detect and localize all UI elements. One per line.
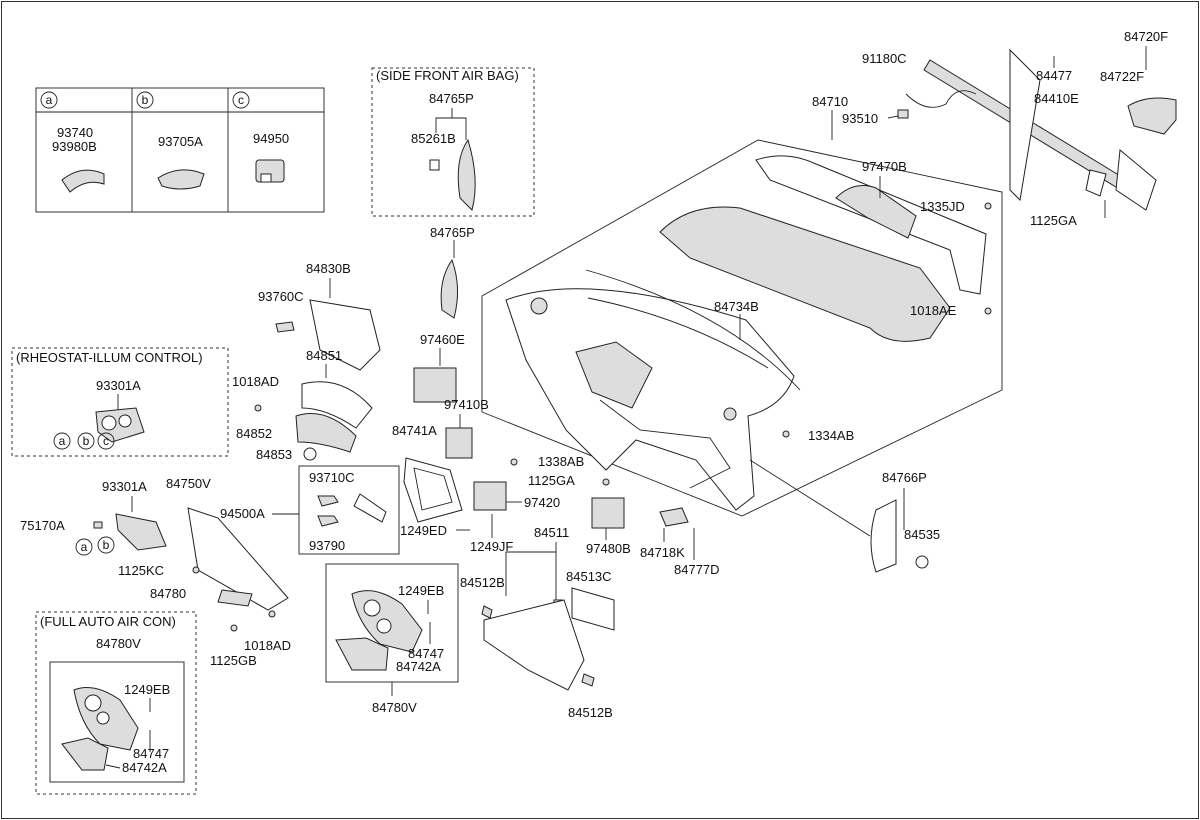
callout-84741A: 84741A [392, 423, 437, 438]
callout-84852: 84852 [236, 426, 272, 441]
air-duct-assembly: 97470B [659, 155, 987, 342]
glove-box-group: 84511 84513C 84512B 84512B [460, 525, 615, 720]
full-auto-title: (FULL AUTO AIR CON) [40, 614, 176, 629]
legend-a-part-1: 93740 [57, 125, 93, 140]
callout-84747: 84747 [133, 746, 169, 761]
callout-84853: 84853 [256, 447, 292, 462]
callout-1249JF: 1249JF [470, 539, 513, 554]
legend-table: a b c 93740 93980B 93705A 94950 [35, 87, 325, 213]
switch-b-icon [157, 169, 205, 190]
callout-84410E: 84410E [1034, 91, 1079, 106]
callout-84734B: 84734B [714, 299, 759, 314]
callout-84765P-top: 84765P [429, 91, 474, 106]
callout-1335JD: 1335JD [920, 199, 965, 214]
center-vent-bezel-group: 84741A 1338AB 1125GA 97420 1249ED 1249JF… [392, 423, 720, 577]
callout-84851: 84851 [306, 348, 342, 363]
legend-header-a: a [46, 93, 53, 107]
callout-1334AB: 1334AB [808, 428, 854, 443]
callout-93510: 93510 [842, 111, 878, 126]
lower-sym-b: b [103, 538, 110, 552]
callout-84742A: 84742A [122, 760, 167, 775]
legend-b-part: 93705A [158, 134, 203, 149]
callout-84750V: 84750V [166, 476, 211, 491]
steering-cover-group: 84830B 93760C 84851 1018AD 84852 84853 [232, 261, 381, 462]
callout-84722F: 84722F [1100, 69, 1144, 84]
side-trim-group: 84766P 84535 [749, 459, 940, 573]
air-bag-cover [457, 138, 476, 211]
center-tray [335, 637, 389, 671]
callout-84710: 84710 [812, 94, 848, 109]
cowl-cross-bar: 91180C 93510 84477 84410E 1125GA [842, 48, 1157, 228]
switch-a-icon [61, 169, 105, 193]
callout-1125GA-top: 1125GA [1030, 213, 1077, 228]
fasteners-right: 1335JD 1018AE 1334AB [782, 199, 992, 443]
callout-97410B: 97410B [444, 397, 489, 412]
callout-93301A: 93301A [102, 479, 147, 494]
legend-a-part-2: 93980B [52, 139, 97, 154]
callout-85261B: 85261B [411, 131, 456, 146]
legend-c-part: 94950 [253, 131, 289, 146]
side-cover-bracket: 84720F 84722F [1100, 29, 1177, 135]
callout-97470B: 97470B [862, 159, 907, 174]
callout-84512B: 84512B [568, 705, 613, 720]
callout-1125GA-mid: 1125GA [528, 473, 575, 488]
callout-1018AE: 1018AE [910, 303, 957, 318]
side-vent-group: 84765P 97460E 97410B [413, 225, 489, 459]
callout-1338AB: 1338AB [538, 454, 584, 469]
callout-1125KC: 1125KC [118, 563, 164, 578]
callout-84513C: 84513C [566, 569, 612, 584]
side-air-bag-group: (SIDE FRONT AIR BAG) 84765P 85261B [371, 67, 535, 217]
callout-84720F: 84720F [1124, 29, 1168, 44]
callout-84765P: 84765P [430, 225, 475, 240]
callout-84742A-center: 84742A [396, 659, 441, 674]
callout-84766P: 84766P [882, 470, 927, 485]
callout-91180C: 91180C [862, 51, 907, 66]
callout-97460E: 97460E [420, 332, 465, 347]
callout-84511: 84511 [534, 525, 569, 540]
rheostat-group: (RHEOSTAT-ILLUM CONTROL) 93301A a b c [11, 347, 229, 457]
lower-sym-a: a [81, 540, 88, 554]
callout-93710C: 93710C [309, 470, 355, 485]
callout-93790: 93790 [309, 538, 345, 553]
callout-97480B: 97480B [586, 541, 631, 556]
callout-84780: 84780 [150, 586, 186, 601]
callout-84747-center: 84747 [408, 646, 444, 661]
callout-1018AD: 1018AD [244, 638, 291, 653]
callout-93760C: 93760C [258, 289, 304, 304]
legend-header-b: b [142, 93, 149, 107]
callout-1249ED: 1249ED [400, 523, 447, 538]
callout-97420: 97420 [524, 495, 560, 510]
lower-panel-group: 93301A 84750V 75170A a b 1125KC 84780 11… [20, 476, 291, 668]
callout-84718K: 84718K [640, 545, 685, 560]
callout-84777D: 84777D [674, 562, 720, 577]
callout-84477: 84477 [1036, 68, 1072, 83]
callout-84512B-top: 84512B [460, 575, 505, 590]
rheostat-sym-a: a [59, 434, 66, 448]
full-auto-air-con-group: (FULL AUTO AIR CON) 84780V 1249EB 84747 … [35, 611, 197, 795]
callout-1018AD-top: 1018AD [232, 374, 279, 389]
legend-header-c: c [238, 93, 244, 107]
callout-1125GB: 1125GB [210, 653, 257, 668]
crash-pad-main: 84734B [505, 269, 801, 511]
small-tray [61, 737, 109, 771]
center-panel-group: 1249EB 84747 84742A 84780V [325, 563, 459, 715]
callout-94500A: 94500A [220, 506, 265, 521]
callout-84830B: 84830B [306, 261, 351, 276]
rheostat-sym-c: c [103, 434, 109, 448]
callout-75170A: 75170A [20, 518, 65, 533]
side-air-bag-title: (SIDE FRONT AIR BAG) [376, 68, 519, 83]
callout-84780V-center: 84780V [372, 700, 417, 715]
callout-1249EB: 1249EB [124, 682, 170, 697]
callout-1249EB-center: 1249EB [398, 583, 444, 598]
callout-84780V-fullauto: 84780V [96, 636, 141, 651]
callout-84535: 84535 [904, 527, 940, 542]
rheostat-sym-b: b [83, 434, 90, 448]
crash-pad-outline: 84710 [481, 94, 1003, 517]
rheostat-title: (RHEOSTAT-ILLUM CONTROL) [16, 350, 203, 365]
switch-bracket-group: 93710C 93790 94500A [220, 465, 400, 555]
callout-93301A-rheostat: 93301A [96, 378, 141, 393]
